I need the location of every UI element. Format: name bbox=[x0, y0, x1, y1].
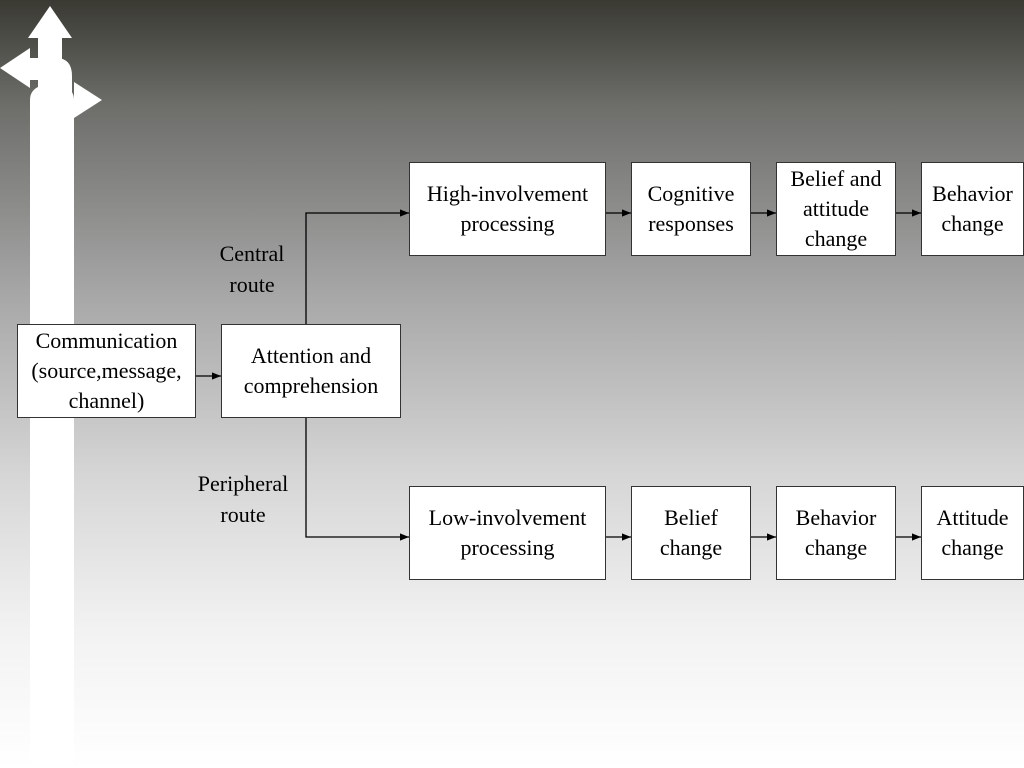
connector-central-route bbox=[305, 209, 409, 324]
communication-box: Communication (source,message, channel) bbox=[17, 324, 196, 418]
attention-comprehension-box: Attention and comprehension bbox=[221, 324, 401, 418]
connector-peripheral-route bbox=[305, 418, 409, 541]
arrow-left-head bbox=[0, 48, 30, 88]
arrow-up-head bbox=[28, 6, 72, 38]
arrow-left-shaft bbox=[28, 58, 72, 120]
central-route-label: Central route bbox=[219, 241, 285, 297]
behavior-change-central-box: Behavior change bbox=[921, 162, 1024, 256]
peripheral-route-label: Peripheral route bbox=[197, 471, 289, 527]
cognitive-responses-box: Cognitive responses bbox=[631, 162, 751, 256]
belief-change-box: Belief change bbox=[631, 486, 751, 580]
arrow-stem bbox=[30, 86, 74, 768]
high-involvement-processing-box: High-involvement processing bbox=[409, 162, 606, 256]
belief-attitude-change-box: Belief and attitude change bbox=[776, 162, 896, 256]
attitude-change-box: Attitude change bbox=[921, 486, 1024, 580]
behavior-change-peripheral-box: Behavior change bbox=[776, 486, 896, 580]
low-involvement-processing-box: Low-involvement processing bbox=[409, 486, 606, 580]
arrow-right-head bbox=[74, 82, 102, 118]
